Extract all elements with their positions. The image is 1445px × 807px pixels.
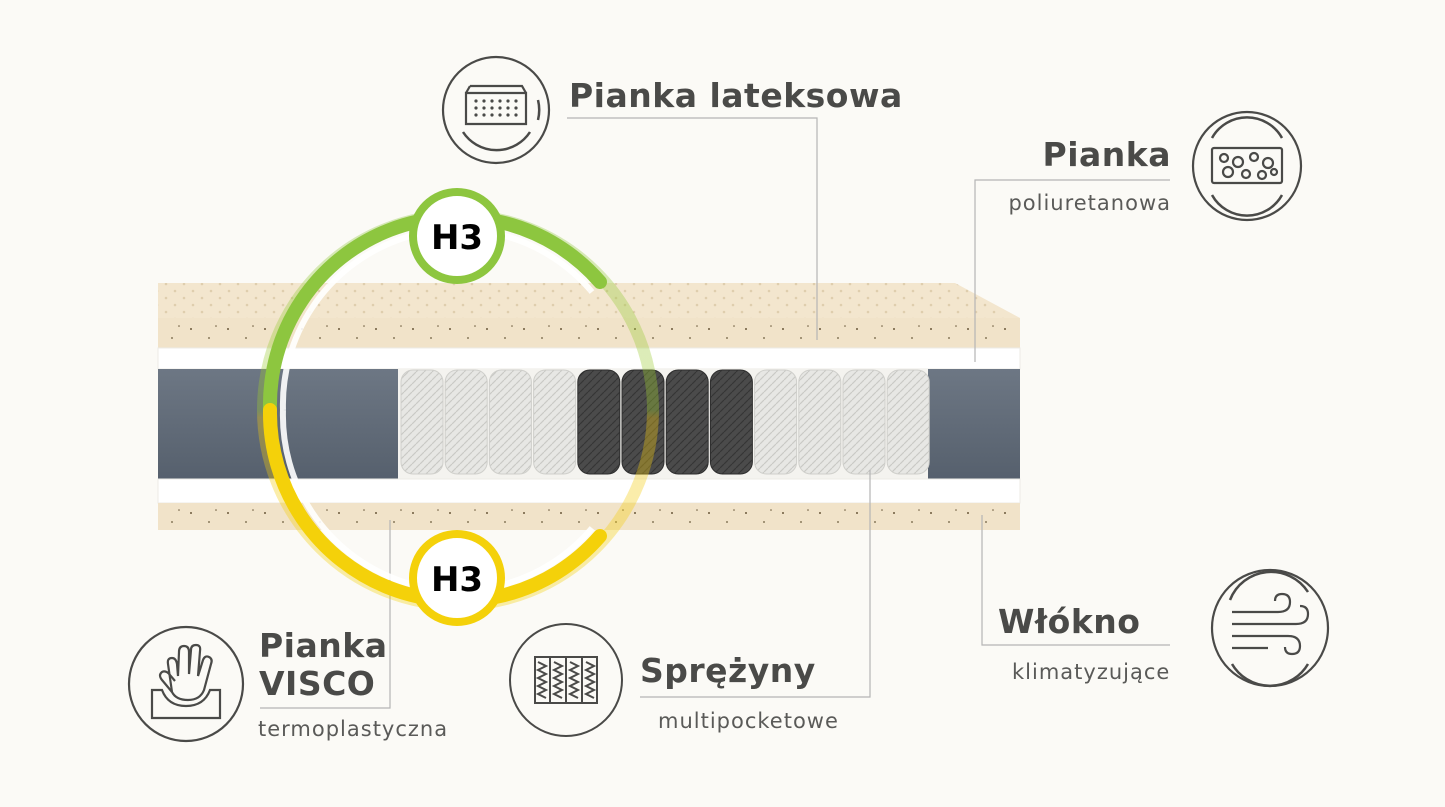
spring-pocket <box>488 369 532 475</box>
foam-block-right <box>928 369 1020 479</box>
hardness-badge-top: H3 <box>409 188 505 284</box>
fiber-title: Włókno <box>998 602 1141 641</box>
leader-latex <box>567 117 818 340</box>
leader-springs <box>640 470 871 698</box>
visco-foam-title-line2: VISCO <box>259 664 376 703</box>
mattress-icon <box>441 55 551 165</box>
hardness-bottom-label: H3 <box>431 560 483 600</box>
leader-lines <box>260 117 1170 709</box>
hardness-badge-bottom: H3 <box>409 530 505 626</box>
spring-pocket <box>798 369 842 475</box>
spring-pocket <box>886 369 930 475</box>
spring-pocket <box>400 369 444 475</box>
springs-title: Sprężyny <box>640 651 816 690</box>
spring-pocket <box>533 369 577 475</box>
spring-pocket <box>709 369 753 475</box>
foam-bubbles-icon <box>1191 110 1303 222</box>
spring-pocket <box>577 369 621 475</box>
visco-foam-title-line1: Pianka <box>259 626 388 665</box>
polyurethane-foam-title: Pianka <box>1042 135 1171 174</box>
spring-pocket <box>665 369 709 475</box>
polyurethane-foam-subtitle: poliuretanowa <box>1008 191 1171 215</box>
leader-polyurethane <box>974 179 1170 362</box>
leader-fiber <box>981 515 1170 646</box>
pocket-springs-icon <box>509 623 623 737</box>
hardness-top-label: H3 <box>431 218 483 258</box>
visco-foam-subtitle: termoplastyczna <box>258 717 449 741</box>
airflow-icon <box>1210 568 1330 688</box>
spring-pocket <box>444 369 488 475</box>
springs-subtitle: multipocketowe <box>658 709 839 733</box>
fiber-subtitle: klimatyzujące <box>1012 660 1171 684</box>
latex-foam-title: Pianka lateksowa <box>569 76 903 115</box>
spring-pocket <box>754 369 798 475</box>
hand-imprint-icon <box>127 625 245 743</box>
spring-pocket <box>842 369 886 475</box>
